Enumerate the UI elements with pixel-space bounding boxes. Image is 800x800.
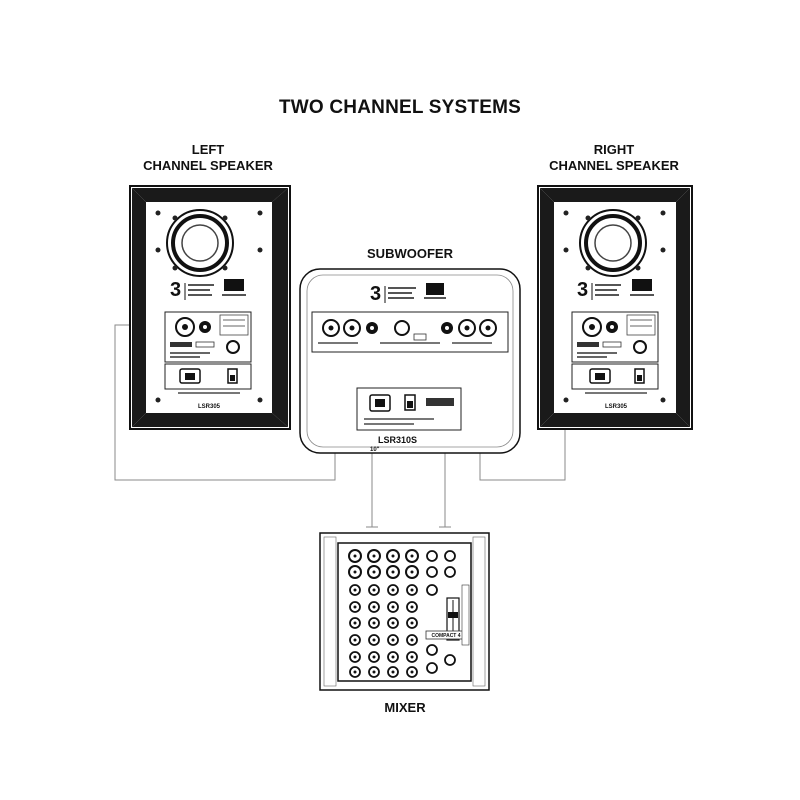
sub-series-badge: 3 (370, 283, 381, 305)
right-speaker-label: RIGHT CHANNEL SPEAKER (504, 142, 724, 174)
left-brand-logo (224, 279, 244, 291)
mixer-knob-center (372, 605, 376, 609)
left-series-badge: 3 (170, 279, 181, 301)
right-volume-knob (633, 340, 647, 354)
mixer-knob-center (410, 638, 414, 642)
mixer-knob-center (372, 638, 376, 642)
mixer-knob-center (372, 655, 376, 659)
mixer-knob-center (391, 655, 395, 659)
mixer-knob-center (391, 570, 395, 574)
mixer-master-knob (426, 584, 438, 596)
mixer-knob-center (391, 621, 395, 625)
mixer-knob-center (391, 588, 395, 592)
mixer-brand-label: COMPACT 4 (431, 633, 460, 639)
mixer-knob-center (353, 554, 357, 558)
mixer-master-knob (444, 654, 456, 666)
mixer-knob-center (372, 554, 376, 558)
right-speaker-label-line2: CHANNEL SPEAKER (549, 158, 679, 173)
mixer-knob-center (353, 570, 357, 574)
mixer-knob-center (410, 605, 414, 609)
right-speaker-label-line1: RIGHT (593, 142, 635, 157)
mixer-knob-center (353, 670, 357, 674)
right-speaker: 3 LSR305 (537, 185, 693, 430)
mixer-knob-center (410, 670, 414, 674)
mixer-knob-center (353, 588, 357, 592)
mixer-knob-center (391, 554, 395, 558)
mixer-master-knob (444, 550, 456, 562)
left-volume-knob (226, 340, 240, 354)
mixer-knob-center (410, 621, 414, 625)
mixer-master-knob (444, 566, 456, 578)
right-model-label: LSR305 (605, 404, 628, 410)
sub-volume-knob (394, 320, 410, 336)
mixer-knob-center (353, 638, 357, 642)
left-model-label: LSR305 (198, 404, 221, 410)
right-brand-logo (632, 279, 652, 291)
mixer-master-knob (426, 550, 438, 562)
left-speaker-label: LEFT CHANNEL SPEAKER (98, 142, 318, 174)
mixer-knob-center (391, 670, 395, 674)
sub-model-label: LSR310S (378, 435, 417, 445)
mixer-knob-center (410, 570, 414, 574)
mixer-knob-center (372, 621, 376, 625)
subwoofer-label: SUBWOOFER (367, 246, 453, 261)
mixer-knob-center (372, 588, 376, 592)
mixer-knob-center (353, 621, 357, 625)
left-speaker-label-line2: CHANNEL SPEAKER (143, 158, 273, 173)
subwoofer: 3 LSR310S 10" (299, 268, 521, 454)
mixer-knob-center (410, 554, 414, 558)
sub-brand-logo (426, 283, 444, 295)
mixer: COMPACT 4 (319, 532, 490, 691)
mixer-knob-center (353, 655, 357, 659)
right-series-badge: 3 (577, 279, 588, 301)
mixer-master-knob (426, 566, 438, 578)
mixer-knob-center (353, 605, 357, 609)
left-speaker-label-line1: LEFT (191, 142, 225, 157)
mixer-knob-center (410, 655, 414, 659)
diagram-title: TWO CHANNEL SYSTEMS (278, 97, 521, 118)
sub-size-label: 10" (370, 447, 380, 453)
mixer-knob-center (410, 588, 414, 592)
mixer-master-knob (426, 662, 438, 674)
mixer-knob-center (372, 670, 376, 674)
mixer-knob-center (391, 605, 395, 609)
mixer-label: MIXER (384, 700, 426, 715)
mixer-knob-center (391, 638, 395, 642)
mixer-master-knob (426, 644, 438, 656)
left-speaker: 3 LSR305 (129, 185, 291, 430)
mixer-knob-center (372, 570, 376, 574)
